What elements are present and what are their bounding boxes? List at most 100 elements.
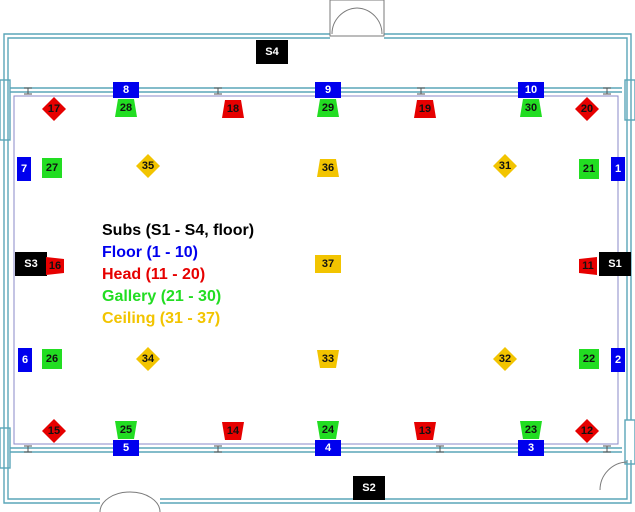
speaker-label: 13: [418, 425, 432, 437]
floor-speaker-7: 7: [17, 157, 31, 181]
speaker-label: 34: [141, 353, 155, 365]
gallery-speaker-22: 22: [579, 349, 599, 369]
gallery-speaker-27: 27: [42, 158, 62, 178]
gallery-shape: [42, 158, 62, 178]
floor-shape: [315, 440, 341, 456]
head-speaker-12: 12: [575, 419, 599, 443]
speaker-label: 4: [324, 442, 332, 454]
ceiling-speaker-32: 32: [493, 347, 517, 371]
subwoofer-shape: [599, 252, 631, 276]
speaker-label: 2: [614, 354, 622, 366]
floor-shape: [113, 440, 139, 456]
ceiling-speaker-34: 34: [136, 347, 160, 371]
head-speaker-11: 11: [577, 257, 599, 275]
gallery-shape: [115, 421, 137, 439]
ceiling-shape: [493, 347, 517, 371]
speaker-label: 6: [21, 354, 29, 366]
speaker-label: 14: [226, 425, 240, 437]
speaker-label: 32: [498, 353, 512, 365]
legend-gallery: Gallery (21 - 30): [102, 288, 222, 305]
floor-shape: [518, 440, 544, 456]
ceiling-shape: [317, 159, 339, 177]
head-shape: [414, 422, 436, 440]
floor-speaker-10: 10: [518, 82, 544, 98]
floor-speaker-3: 3: [518, 440, 544, 456]
floor-shape: [611, 157, 625, 181]
subwoofer-shape: [15, 252, 47, 276]
floor-speaker-2: 2: [611, 348, 625, 372]
speaker-label: 1: [614, 163, 622, 175]
floor-shape: [611, 348, 625, 372]
head-shape: [42, 419, 66, 443]
speaker-label: 22: [582, 353, 596, 365]
floor-shape: [315, 82, 341, 98]
ceiling-speaker-33: 33: [317, 350, 339, 368]
head-shape: [46, 257, 64, 275]
ceiling-shape: [136, 347, 160, 371]
floor-speaker-6: 6: [18, 348, 32, 372]
speaker-label: 35: [141, 160, 155, 172]
ceiling-speaker-37: 37: [315, 255, 341, 273]
gallery-speaker-29: 29: [317, 99, 339, 117]
speaker-label: 31: [498, 160, 512, 172]
speaker-label: S4: [265, 46, 279, 58]
legend: Subs (S1 - S4, floor) Floor (1 - 10) Hea…: [102, 220, 254, 330]
subwoofer-s4: S4: [256, 40, 288, 64]
speaker-label: S1: [608, 258, 622, 270]
speaker-label: 8: [122, 84, 130, 96]
legend-floor: Floor (1 - 10): [102, 244, 199, 261]
head-shape: [575, 419, 599, 443]
gallery-shape: [579, 349, 599, 369]
speaker-label: 19: [418, 103, 432, 115]
subwoofer-s1: S1: [599, 252, 631, 276]
speaker-label: 16: [48, 260, 62, 272]
legend-ceiling: Ceiling (31 - 37): [102, 310, 221, 327]
gallery-speaker-25: 25: [115, 421, 137, 439]
head-shape: [414, 100, 436, 118]
head-shape: [579, 257, 597, 275]
gallery-speaker-24: 24: [317, 421, 339, 439]
subwoofer-s2: S2: [353, 476, 385, 500]
head-speaker-16: 16: [44, 257, 66, 275]
speaker-label: 27: [45, 162, 59, 174]
floor-speaker-4: 4: [315, 440, 341, 456]
speaker-label: 17: [47, 103, 61, 115]
speaker-label: 26: [45, 353, 59, 365]
speaker-label: 24: [321, 424, 335, 436]
subwoofer-shape: [256, 40, 288, 64]
gallery-shape: [579, 159, 599, 179]
ceiling-speaker-36: 36: [317, 159, 339, 177]
speaker-label: 20: [580, 103, 594, 115]
speaker-label: 30: [524, 102, 538, 114]
head-speaker-15: 15: [42, 419, 66, 443]
floor-shape: [18, 348, 32, 372]
subwoofer-shape: [353, 476, 385, 500]
speaker-label: 37: [321, 258, 335, 270]
ceiling-speaker-35: 35: [136, 154, 160, 178]
head-speaker-18: 18: [222, 100, 244, 118]
head-speaker-20: 20: [575, 97, 599, 121]
gallery-speaker-23: 23: [520, 421, 542, 439]
head-shape: [222, 422, 244, 440]
speaker-label: 12: [580, 425, 594, 437]
speaker-label: 10: [524, 84, 538, 96]
gallery-speaker-28: 28: [115, 99, 137, 117]
speaker-label: 29: [321, 102, 335, 114]
floor-shape: [17, 157, 31, 181]
floor-shape: [518, 82, 544, 98]
floor-speaker-8: 8: [113, 82, 139, 98]
head-speaker-19: 19: [414, 100, 436, 118]
speaker-label: 23: [524, 424, 538, 436]
gallery-speaker-26: 26: [42, 349, 62, 369]
head-shape: [42, 97, 66, 121]
gallery-speaker-30: 30: [520, 99, 542, 117]
speaker-label: 21: [582, 163, 596, 175]
gallery-shape: [42, 349, 62, 369]
ceiling-shape: [136, 154, 160, 178]
legend-subs: Subs (S1 - S4, floor): [102, 222, 255, 239]
gallery-shape: [520, 421, 542, 439]
ceiling-shape: [317, 350, 339, 368]
speaker-label: S3: [24, 258, 38, 270]
speaker-label: 9: [324, 84, 332, 96]
